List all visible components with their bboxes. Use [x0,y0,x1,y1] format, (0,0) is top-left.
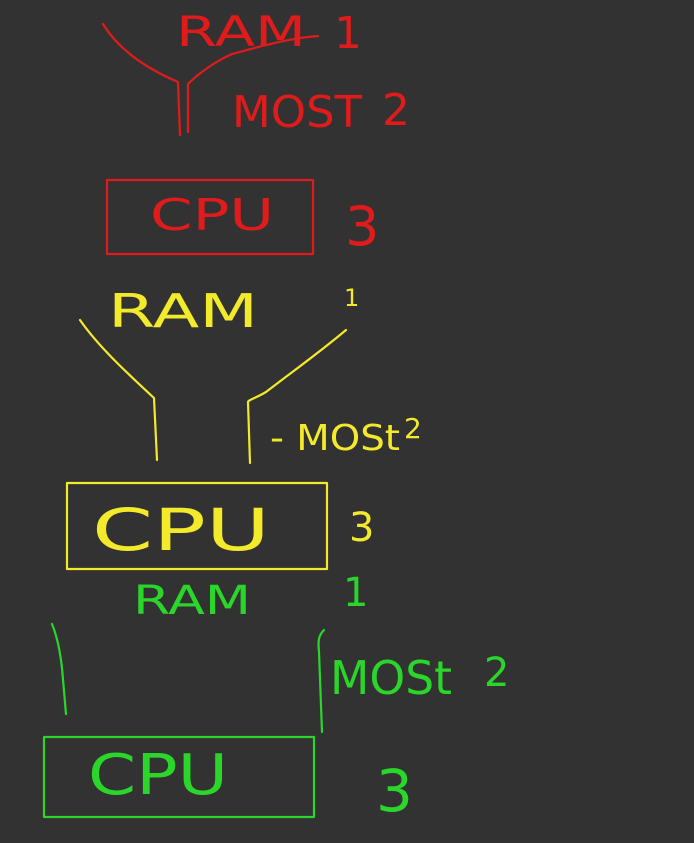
yellow-ram-funnel-right [246,328,348,465]
yellow-cpu-box [65,481,329,571]
green-ram-line-left [50,622,68,716]
yellow-ram-number: 1 [344,284,359,312]
red-cpu-number: 3 [345,195,379,258]
green-most-line-right [317,628,326,734]
green-cpu-label: CPU [88,743,228,808]
yellow-cpu-label: CPU [92,496,270,564]
yellow-ram-funnel-left [78,318,159,462]
red-cpu-label: CPU [150,190,274,241]
red-diagram [101,22,320,256]
green-most-number: 2 [484,650,509,696]
green-cpu-box [42,735,316,819]
green-diagram [42,622,326,819]
yellow-cpu-number: 3 [349,505,374,551]
green-cpu-number: 3 [376,757,413,825]
green-ram-label: RAM [133,578,251,624]
green-most-label: MOSt [330,651,452,705]
red-most-number: 2 [382,85,410,136]
red-ram-funnel-left [101,22,182,137]
red-ram-funnel-right [186,34,320,134]
red-cpu-box [105,178,315,256]
red-ram-label: RAM [176,7,306,56]
green-ram-number: 1 [343,570,368,616]
yellow-most-number: 2 [404,412,422,445]
yellow-most-label: - MOSt [270,418,400,459]
red-most-label: MOST [232,87,362,138]
yellow-ram-label: RAM [108,284,258,338]
yellow-diagram [65,318,348,571]
red-ram-number: 1 [334,8,362,59]
